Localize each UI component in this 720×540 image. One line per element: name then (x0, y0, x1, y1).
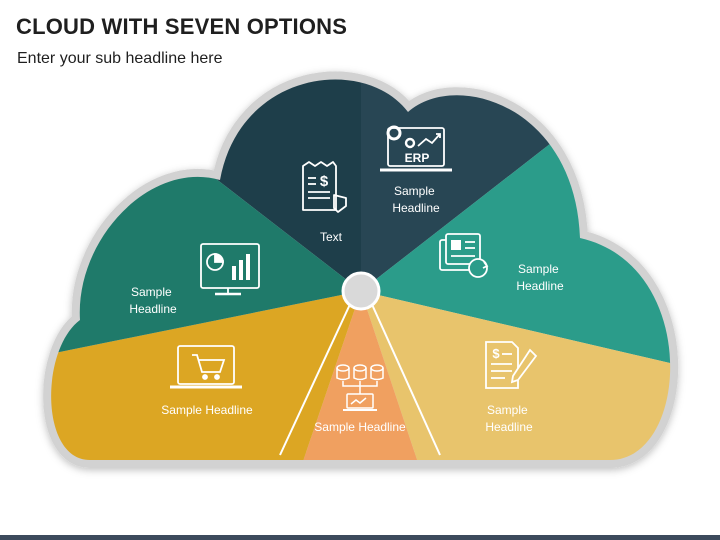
footer-bar (0, 535, 720, 540)
segment-label-erp: Sample Headline (392, 184, 440, 215)
segment-label-database: Sample Headline (314, 420, 406, 434)
segment-cart[interactable] (20, 291, 361, 520)
separator-line (279, 299, 353, 456)
svg-text:$: $ (492, 346, 500, 361)
receipt-dollar-icon: $ (302, 161, 347, 213)
database-network-icon (336, 364, 384, 411)
page-subtitle: Enter your sub headline here (17, 50, 223, 67)
segment-label-dashboard: Sample Headline (129, 285, 177, 316)
dashboard-monitor-icon (200, 243, 260, 296)
segment-label-cart: Sample Headline (161, 403, 253, 417)
center-hub (341, 271, 381, 311)
segment-contract[interactable] (361, 291, 700, 520)
segment-label-contract: Sample Headline (485, 403, 533, 434)
segment-label-text: Text (320, 230, 343, 244)
segment-database[interactable] (283, 291, 437, 520)
page-title: CLOUD WITH SEVEN OPTIONS (16, 14, 348, 39)
contract-pen-icon: $ (485, 341, 538, 389)
segment-label-docs: Sample Headline (516, 262, 564, 293)
shopping-cart-laptop-icon (170, 345, 242, 389)
separator-line (369, 299, 441, 456)
svg-text:ERP: ERP (405, 151, 430, 165)
documents-refresh-icon (439, 233, 489, 278)
erp-laptop-icon: ERP (380, 125, 452, 172)
svg-text:$: $ (320, 173, 329, 190)
